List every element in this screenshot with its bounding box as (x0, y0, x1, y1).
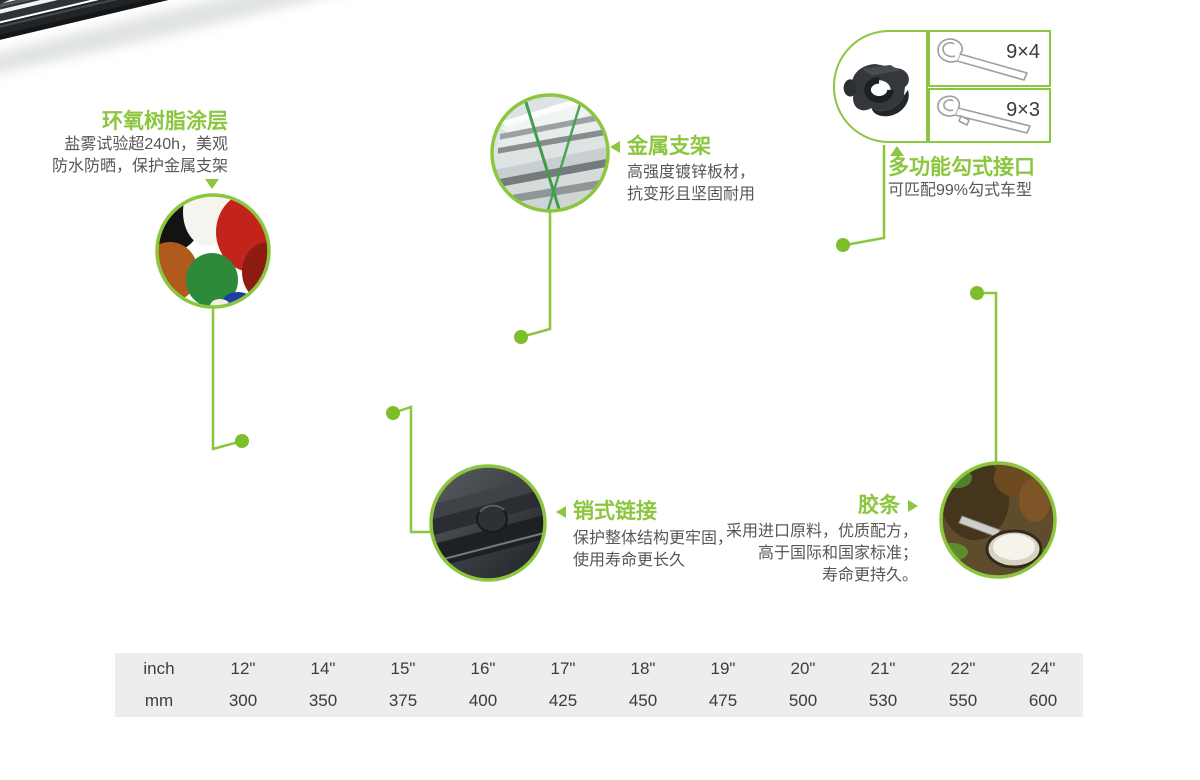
hook-size-label-top: 9×4 (1006, 41, 1040, 63)
metal-line-1: 高强度镀锌板材， (627, 164, 756, 181)
size-mm-cell: 425 (548, 691, 578, 710)
arrow-up-icon (890, 146, 904, 156)
callout-epoxy-coating: 环氧树脂涂层 盐雾试验超240h，美观 防水防晒，保护金属支架 (40, 110, 228, 178)
arrow-left-icon (610, 141, 620, 153)
size-mm-cell: 550 (948, 691, 978, 710)
size-inch-cell: 16" (470, 659, 496, 678)
squeegee-rubber (0, 0, 855, 64)
size-mm-cell: 350 (308, 691, 338, 710)
callout-pin-joint: 销式链接 保护整体结构更牢固， 使用寿命更长久 (556, 500, 733, 572)
size-inch-cell: 18" (630, 659, 656, 678)
size-inch-cell: 14" (310, 659, 336, 678)
rubber-title: 胶条 (858, 494, 900, 517)
adapter-image-frame (833, 30, 928, 143)
size-mm-cell: 500 (788, 691, 818, 710)
size-row-label-mm: mm (144, 691, 174, 710)
epoxy-line-1: 盐雾试验超240h，美观 (64, 136, 228, 153)
metal-line-2: 抗变形且坚固耐用 (627, 186, 756, 203)
metal-title: 金属支架 (627, 135, 711, 158)
pin-photo-circle (429, 464, 547, 582)
size-row-label-inch: inch (143, 659, 175, 678)
rubber-line-1: 采用进口原料，优质配方， (725, 523, 918, 540)
metal-photo-circle (490, 93, 610, 213)
hook-size-box-top: 9×4 (928, 30, 1051, 87)
size-inch-cell: 22" (950, 659, 976, 678)
hook-9x3-drawing (937, 95, 1031, 134)
epoxy-title: 环氧树脂涂层 (102, 110, 228, 133)
adapter-title: 多功能勾式接口 (888, 156, 1035, 179)
size-inch-cell: 17" (550, 659, 576, 678)
callout-dots (235, 238, 984, 448)
rubber-line-3: 寿命更持久。 (821, 567, 918, 584)
size-mm-cell: 400 (468, 691, 498, 710)
size-inch-cell: 21" (870, 659, 896, 678)
adapter-subtitle: 可匹配99%勾式车型 (888, 182, 1033, 199)
wiper-blade-product (0, 0, 855, 94)
hook-size-label-bottom: 9×3 (1006, 99, 1040, 121)
pin-line-2: 使用寿命更长久 (573, 552, 686, 569)
size-mm-cell: 530 (868, 691, 898, 710)
size-mm-cell: 375 (388, 691, 418, 710)
callout-metal-frame: 金属支架 高强度镀锌板材， 抗变形且坚固耐用 (610, 135, 755, 206)
size-inch-cell: 12" (230, 659, 256, 678)
arrow-left-icon (556, 506, 566, 518)
epoxy-line-2: 防水防晒，保护金属支架 (51, 158, 228, 175)
epoxy-photo-circle (155, 193, 271, 309)
size-inch-cell: 24" (1030, 659, 1056, 678)
hook-size-box-bottom: 9×3 (928, 88, 1051, 143)
arrow-down-icon (205, 179, 219, 189)
rubber-photo-circle (939, 461, 1057, 579)
pin-title: 销式链接 (573, 500, 657, 523)
hook-9x4-drawing (937, 38, 1028, 81)
callout-rubber-strip: 胶条 采用进口原料，优质配方， 高于国际和国家标准； 寿命更持久。 (700, 494, 918, 587)
callout-connector-lines (211, 145, 998, 534)
size-inch-cell: 15" (390, 659, 416, 678)
size-mm-cell: 600 (1028, 691, 1058, 710)
rubber-line-2: 高于国际和国家标准； (757, 545, 918, 562)
size-mm-cell: 450 (628, 691, 658, 710)
size-table: inch 12" 14" 15" 16" 17" 18" 19" 20" 21"… (115, 653, 1083, 717)
size-inch-cell: 19" (710, 659, 736, 678)
size-mm-cell: 300 (228, 691, 258, 710)
size-mm-cell: 475 (708, 691, 738, 710)
arrow-right-icon (908, 500, 918, 512)
adapter-connector-image (843, 63, 909, 117)
size-inch-cell: 20" (790, 659, 816, 678)
callout-hook-adapter: 多功能勾式接口 可匹配99%勾式车型 (888, 156, 1035, 202)
pin-line-1: 保护整体结构更牢固， (573, 530, 734, 547)
